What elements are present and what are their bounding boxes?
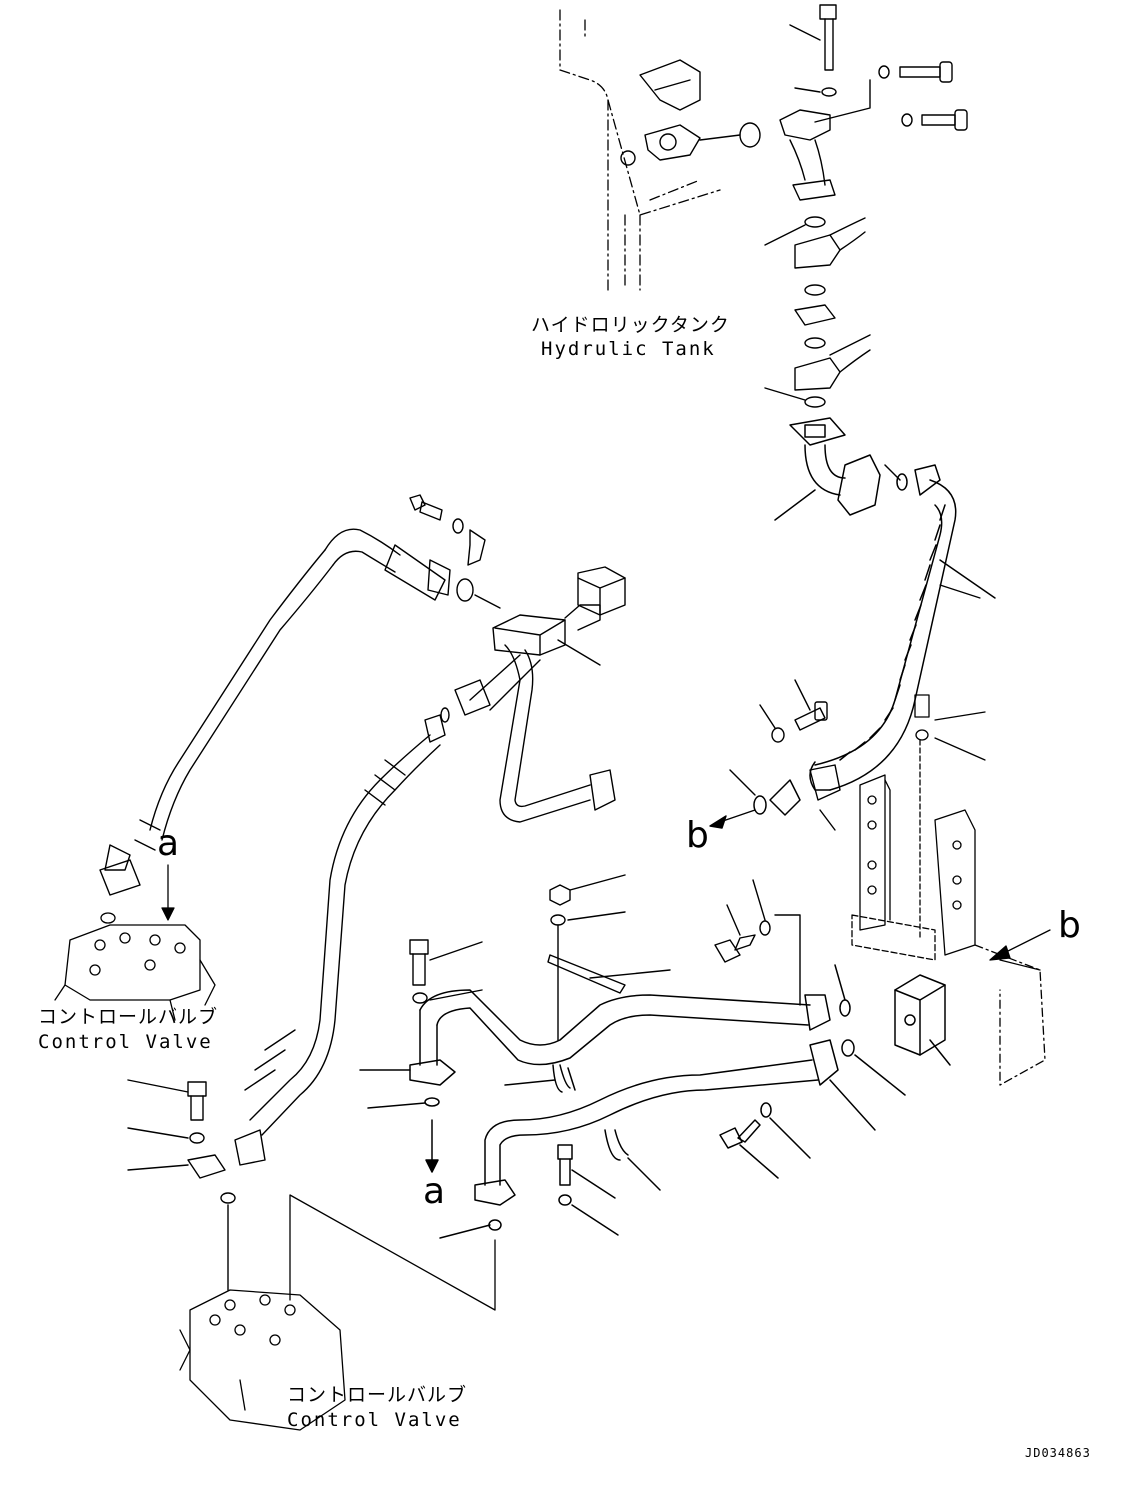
hose-end-fasteners [709, 679, 841, 831]
tank-port-parts [620, 59, 761, 166]
ref-b-right: b [1058, 905, 1081, 946]
junction-block [834, 964, 951, 1096]
suction-pipe [753, 417, 996, 816]
hydraulic-tank-label-en: Hydrulic Tank [541, 338, 716, 360]
drawing-code: JD034863 [1025, 1446, 1091, 1460]
clamp-parts [409, 874, 801, 1041]
right-bracket [851, 694, 1051, 1086]
flange-stack [764, 216, 871, 408]
top-elbow-assembly [779, 4, 968, 201]
control-valve-1-label-jp: コントロールバルブ [38, 1006, 219, 1028]
return-pipe-lower [439, 1039, 876, 1239]
control-valve-lower [179, 1194, 496, 1431]
control-valve-left [54, 864, 216, 1021]
ref-b-left: b [686, 815, 709, 856]
left-valve-fasteners [127, 1079, 236, 1291]
ref-a-upper: a [157, 823, 180, 864]
hydraulic-tank-outline [559, 9, 721, 291]
control-valve-1-label-en: Control Valve [38, 1031, 213, 1053]
hydraulic-tank-label-jp: ハイドロリックタンク [531, 314, 730, 336]
upper-left-assembly [99, 494, 626, 1166]
leader-lines [939, 584, 981, 599]
control-valve-2-label-jp: コントロールバルブ [287, 1384, 468, 1406]
ref-a-lower: a [423, 1171, 446, 1212]
return-pipe-upper [359, 989, 831, 1173]
control-valve-2-label-en: Control Valve [287, 1409, 462, 1431]
